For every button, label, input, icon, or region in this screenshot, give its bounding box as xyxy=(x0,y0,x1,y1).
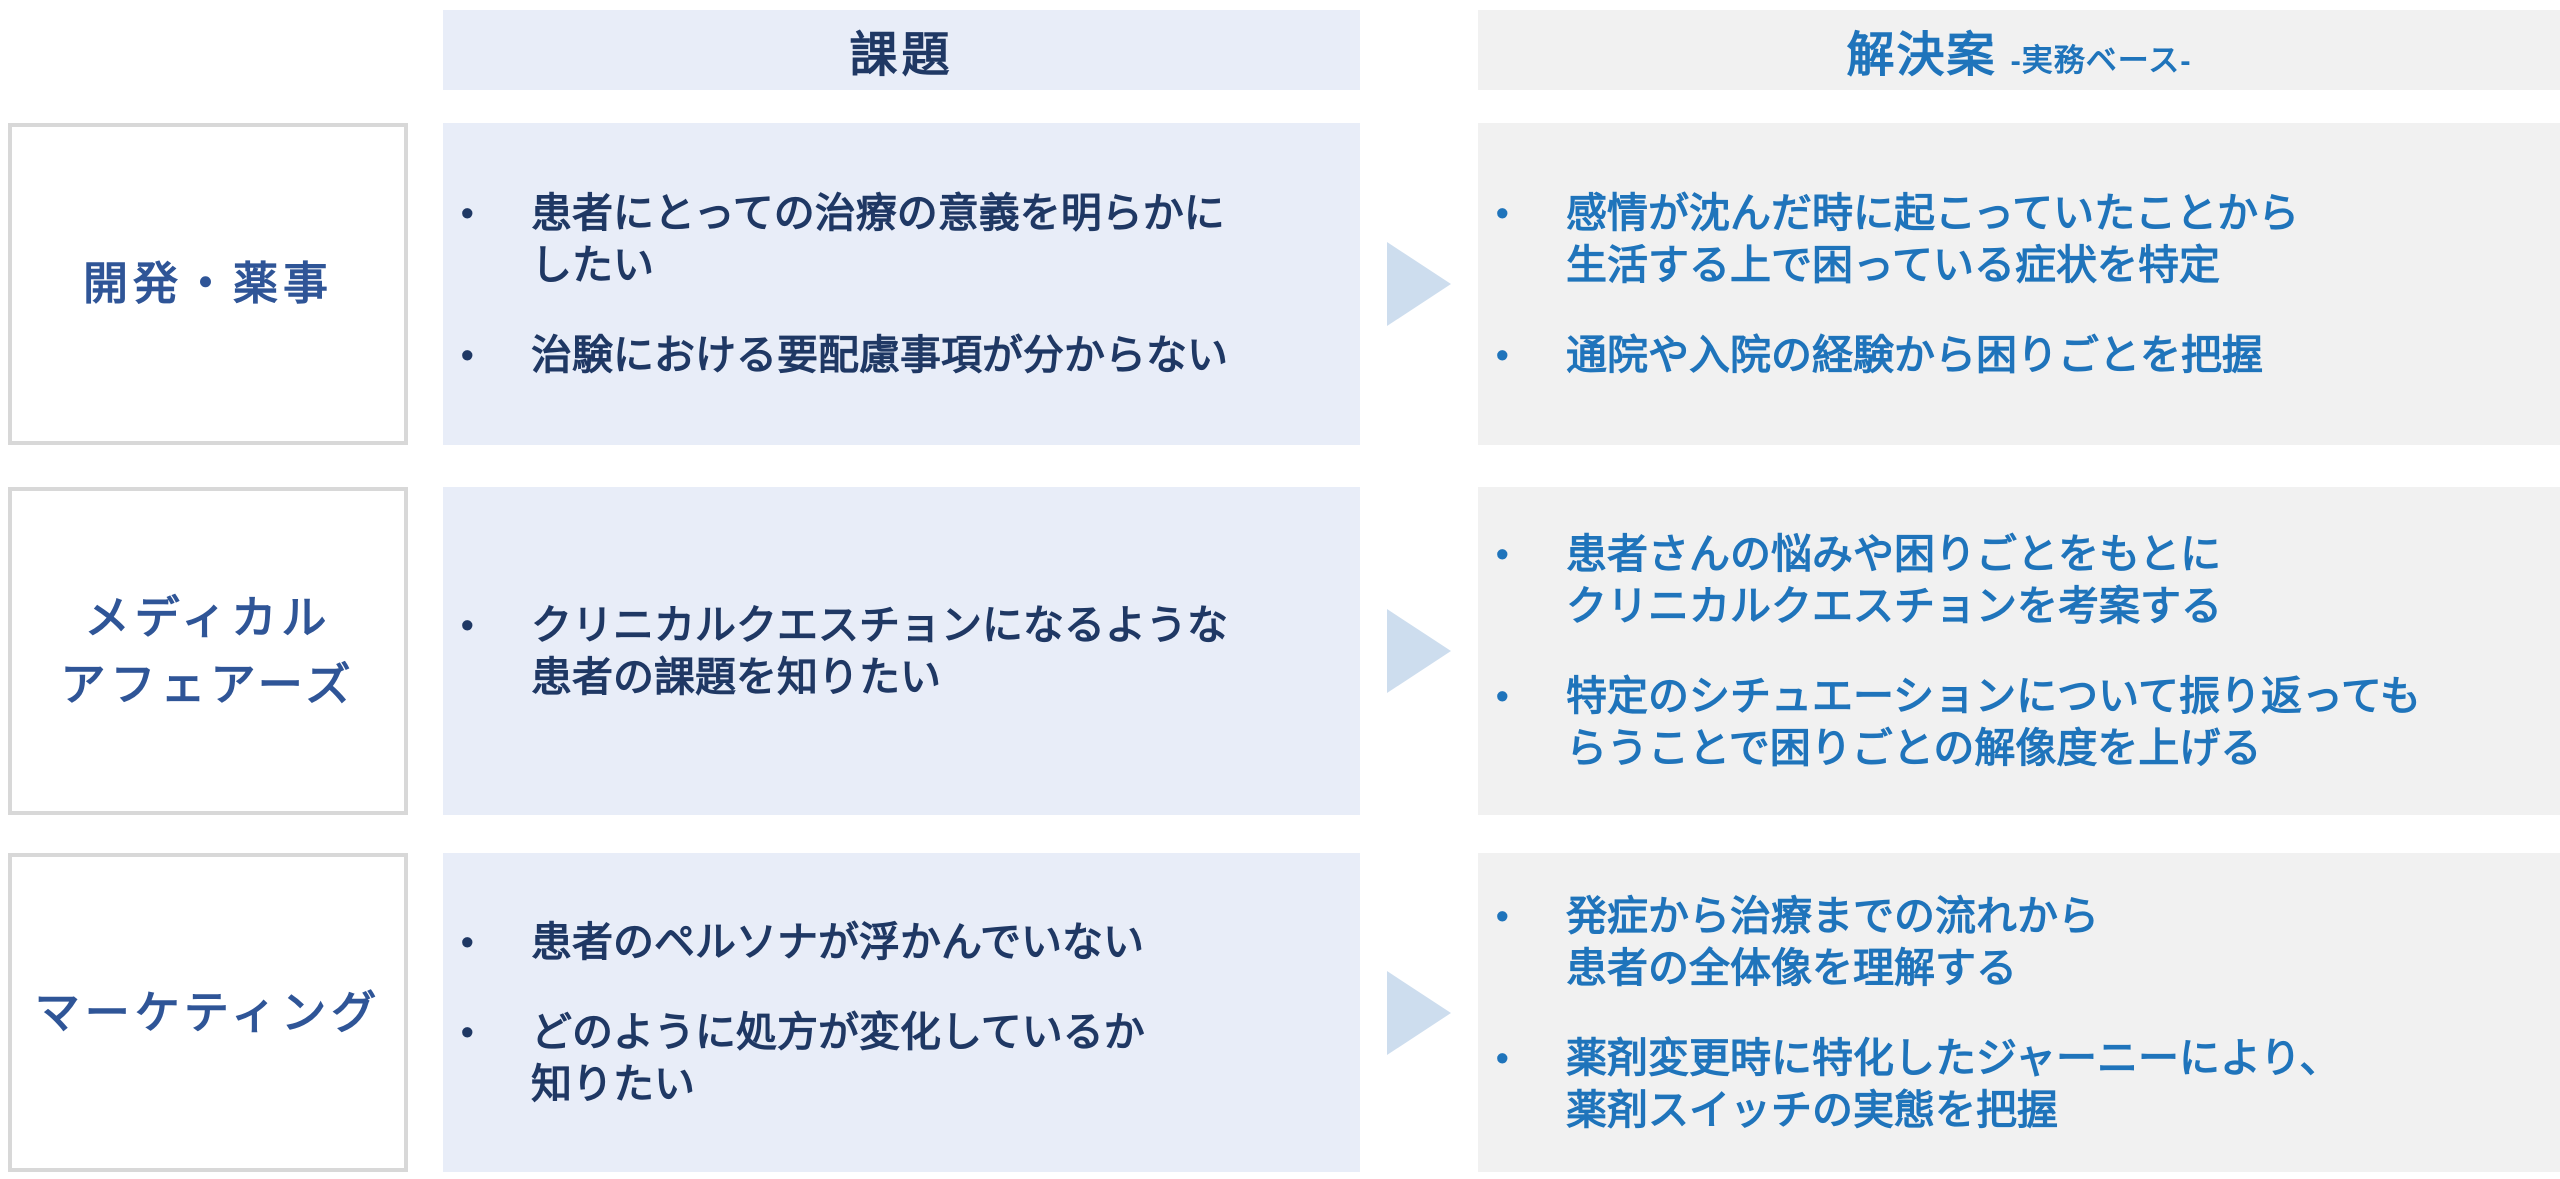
list-item: • 患者のペルソナが浮かんでいない xyxy=(443,916,1360,968)
bullet-icon: • xyxy=(461,604,474,645)
list-item: • 薬剤変更時に特化したジャーニーにより、 薬剤スイッチの実態を把握 xyxy=(1478,1032,2560,1136)
list-item: • 発症から治療までの流れから 患者の全体像を理解する xyxy=(1478,890,2560,994)
bullet-icon: • xyxy=(461,920,474,962)
list-item: • 患者にとっての治療の意義を明らかに したい xyxy=(443,187,1360,291)
issue-header-label: 課題 xyxy=(849,29,954,82)
solution-cell-row2: • 患者さんの悩みや困りごとをもとに クリニカルクエスチョンを考案する • 特定… xyxy=(1478,487,2560,815)
solution-text: 特定のシチュエーションについて振り返っても らうことで困りごとの解像度を上げる xyxy=(1566,673,2421,771)
row-label-development-regulatory: 開発・薬事 xyxy=(8,123,408,445)
issue-cell-row2: • クリニカルクエスチョンになるような 患者の課題を知りたい xyxy=(443,487,1360,815)
list-item: • クリニカルクエスチョンになるような 患者の課題を知りたい xyxy=(443,599,1360,703)
bullet-icon: • xyxy=(1496,334,1509,375)
row-label-text: マーケティング xyxy=(34,986,382,1038)
solution-cell-row3: • 発症から治療までの流れから 患者の全体像を理解する • 薬剤変更時に特化した… xyxy=(1478,853,2560,1172)
solution-text: 通院や入院の経験から困りごとを把握 xyxy=(1566,332,2263,378)
row-label-text: 開発・薬事 xyxy=(82,258,333,310)
bullet-icon: • xyxy=(461,334,474,375)
list-item: • 通院や入院の経験から困りごとを把握 xyxy=(1478,329,2560,381)
solution-header-subtitle: -実務ベース- xyxy=(2010,43,2192,78)
row-label-marketing: マーケティング xyxy=(8,853,408,1172)
solution-text: 感情が沈んだ時に起こっていたことから 生活する上で困っている症状を特定 xyxy=(1566,190,2300,288)
solution-column-header: 解決案 -実務ベース- xyxy=(1478,10,2560,90)
issue-text: 患者にとっての治療の意義を明らかに したい xyxy=(531,190,1225,288)
list-item: • どのように処方が変化しているか 知りたい xyxy=(443,1006,1360,1110)
bullet-icon: • xyxy=(1496,894,1509,936)
flow-arrow-icon xyxy=(1387,970,1451,1055)
bullet-icon: • xyxy=(1496,675,1509,716)
list-item: • 治験における要配慮事項が分からない xyxy=(443,329,1360,381)
bullet-icon: • xyxy=(1496,192,1509,233)
list-item: • 感情が沈んだ時に起こっていたことから 生活する上で困っている症状を特定 xyxy=(1478,187,2560,291)
solution-text: 患者さんの悩みや困りごとをもとに クリニカルクエスチョンを考案する xyxy=(1566,531,2222,629)
list-item: • 特定のシチュエーションについて振り返っても らうことで困りごとの解像度を上げ… xyxy=(1478,670,2560,774)
list-item: • 患者さんの悩みや困りごとをもとに クリニカルクエスチョンを考案する xyxy=(1478,528,2560,632)
flow-arrow-icon xyxy=(1387,609,1451,693)
row-label-medical-affairs: メディカル アフェアーズ xyxy=(8,487,408,815)
row-label-text: メディカル アフェアーズ xyxy=(60,591,356,711)
solution-text: 発症から治療までの流れから 患者の全体像を理解する xyxy=(1566,892,2099,991)
bullet-icon: • xyxy=(461,1010,474,1052)
bullet-icon: • xyxy=(1496,533,1509,574)
issue-cell-row1: • 患者にとっての治療の意義を明らかに したい • 治験における要配慮事項が分か… xyxy=(443,123,1360,445)
arrow-zone-row3 xyxy=(1360,853,1478,1172)
issue-column-header: 課題 xyxy=(443,10,1360,90)
issue-text: クリニカルクエスチョンになるような 患者の課題を知りたい xyxy=(531,602,1228,700)
solution-cell-row1: • 感情が沈んだ時に起こっていたことから 生活する上で困っている症状を特定 • … xyxy=(1478,123,2560,445)
solution-text: 薬剤変更時に特化したジャーニーにより、 薬剤スイッチの実態を把握 xyxy=(1566,1034,2341,1133)
flow-arrow-icon xyxy=(1387,242,1451,326)
issue-text: 治験における要配慮事項が分からない xyxy=(531,332,1228,378)
issue-cell-row3: • 患者のペルソナが浮かんでいない • どのように処方が変化しているか 知りたい xyxy=(443,853,1360,1172)
issue-text: どのように処方が変化しているか 知りたい xyxy=(531,1008,1145,1107)
solution-header-label: 解決案 xyxy=(1846,29,1997,82)
arrow-zone-row1 xyxy=(1360,123,1478,445)
issue-text: 患者のペルソナが浮かんでいない xyxy=(531,918,1144,965)
bullet-icon: • xyxy=(1496,1036,1509,1078)
bullet-icon: • xyxy=(461,192,474,233)
arrow-zone-row2 xyxy=(1360,487,1478,815)
